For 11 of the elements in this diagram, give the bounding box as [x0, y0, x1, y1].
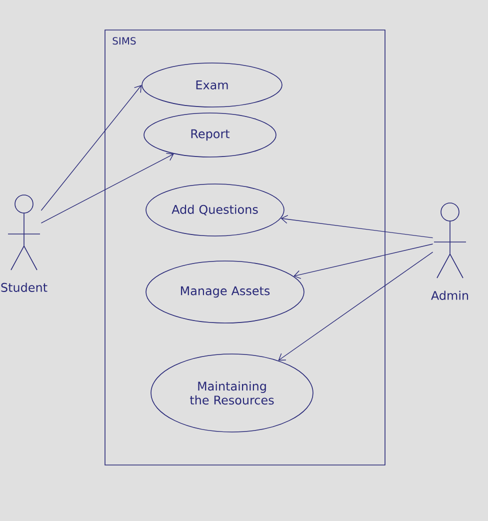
arrow [294, 244, 434, 279]
arrow [280, 214, 434, 238]
arrow [278, 252, 434, 361]
actor-figure [434, 202, 466, 278]
arrow [40, 152, 174, 224]
actor-name: Admin [431, 290, 468, 300]
actor-name: Student [1, 282, 48, 292]
actor-figure [8, 194, 40, 270]
arrow [40, 85, 142, 211]
system-boundary [104, 30, 386, 466]
system-name: SIMS [112, 37, 136, 45]
